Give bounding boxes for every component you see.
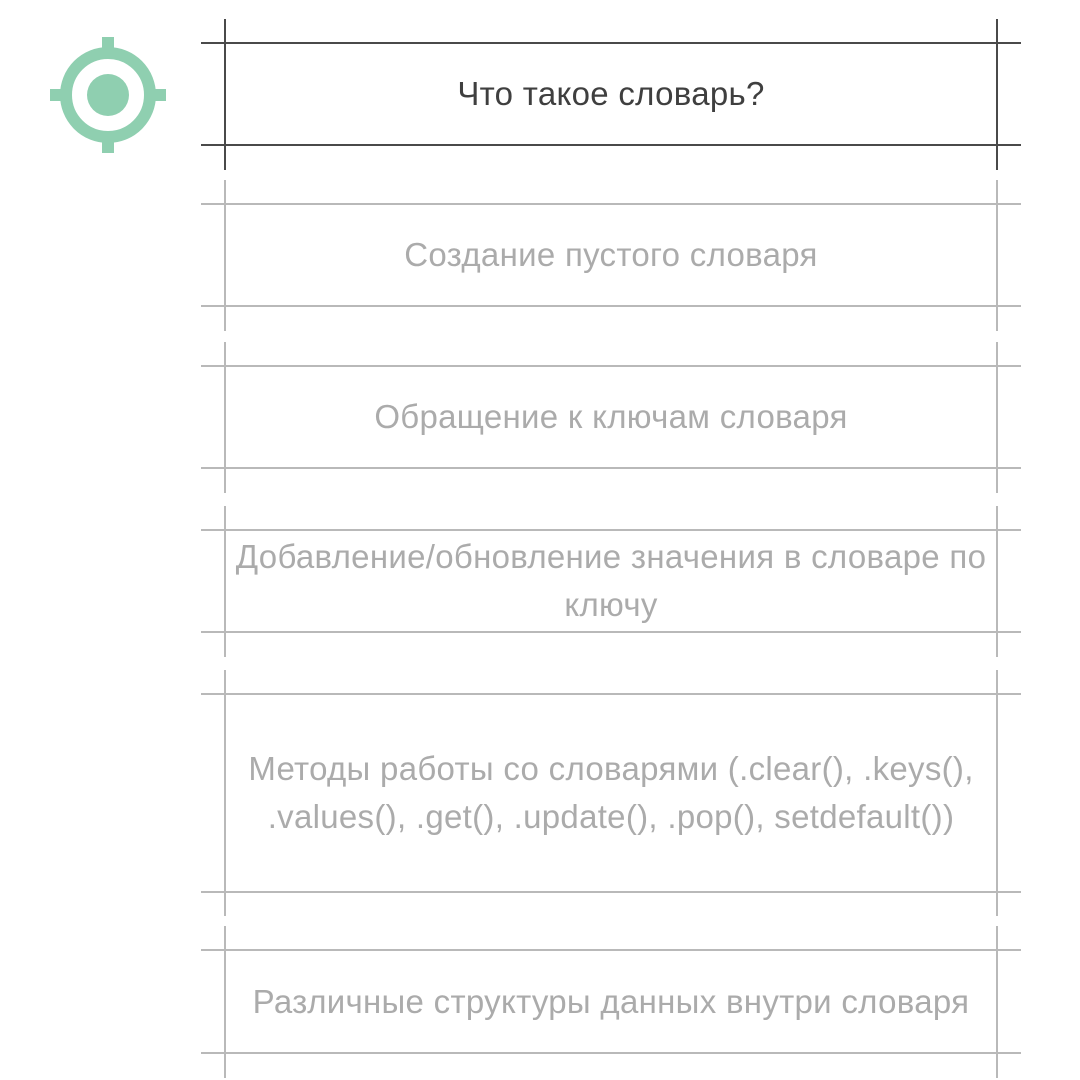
topic-card-what-is-dictionary[interactable]: Что такое словарь? <box>201 19 1021 170</box>
topic-label: Методы работы со словарями (.clear(), .k… <box>248 750 974 835</box>
topic-label: Что такое словарь? <box>457 75 765 112</box>
topic-card-data-structures-inside[interactable]: Различные структуры данных внутри словар… <box>201 926 1021 1078</box>
topic-card-dictionary-methods[interactable]: Методы работы со словарями (.clear(), .k… <box>201 670 1021 916</box>
topic-label: Различные структуры данных внутри словар… <box>252 982 970 1020</box>
topic-label: Добавление/обновление значения в словаре… <box>235 538 987 623</box>
topic-card-add-update-value[interactable]: Добавление/обновление значения в словаре… <box>201 506 1021 657</box>
topic-card-access-keys[interactable]: Обращение к ключам словаря <box>201 342 1021 493</box>
topic-label: Создание пустого словаря <box>404 236 818 273</box>
target-icon <box>50 37 166 153</box>
topic-card-create-empty-dictionary[interactable]: Создание пустого словаря <box>201 180 1021 331</box>
topic-label: Обращение к ключам словаря <box>374 398 848 435</box>
